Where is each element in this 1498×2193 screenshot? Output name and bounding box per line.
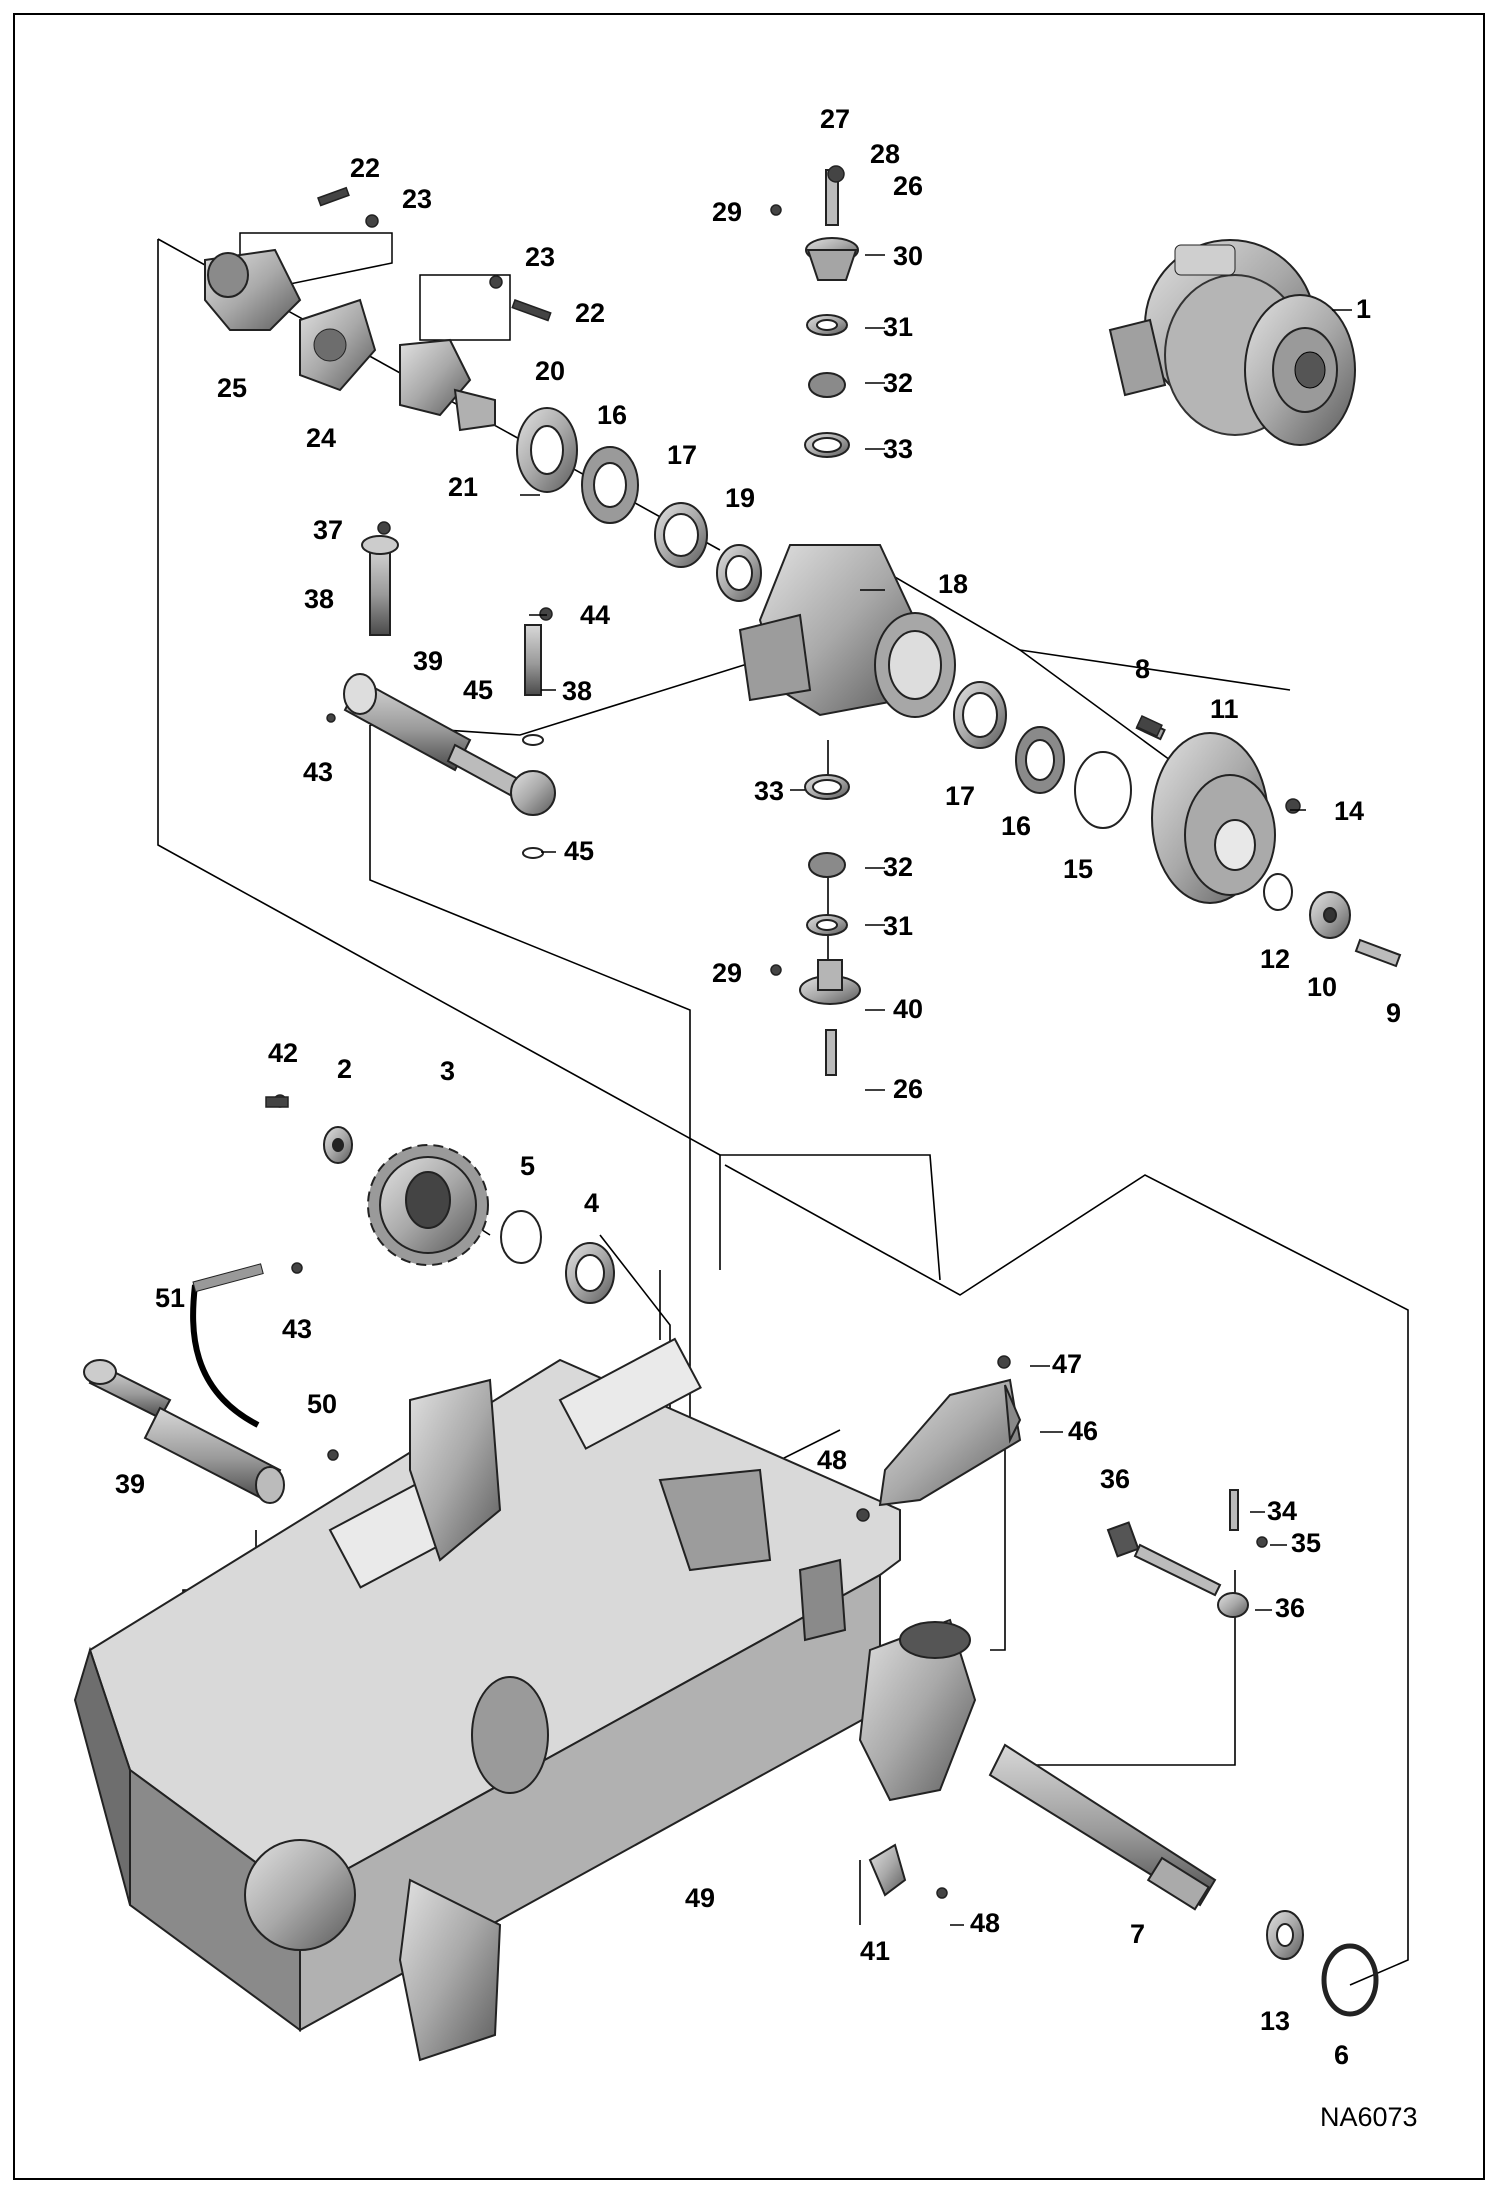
callout-label: 7: [1130, 1919, 1145, 1949]
lower-cylinder-and-hose: [83, 1263, 285, 1504]
callout-label: 22: [350, 153, 380, 183]
callout-label: 50: [307, 1389, 337, 1419]
axle-shaft-group: [988, 1743, 1379, 2017]
callout-label: 10: [1307, 972, 1337, 1002]
callout-label: 6: [1334, 2040, 1349, 2070]
king-pin-caps: [799, 169, 861, 1076]
callout-label: 32: [883, 368, 913, 398]
callout-label: 31: [883, 911, 913, 941]
callout-label: 1: [1356, 294, 1371, 324]
callout-label: 48: [817, 1445, 847, 1475]
callout-label: 4: [584, 1188, 599, 1218]
callout-label: 51: [155, 1283, 185, 1313]
callout-label: 2: [337, 1054, 352, 1084]
callout-label: 28: [870, 139, 900, 169]
callout-label: 11: [1210, 694, 1239, 724]
callout-label: 34: [1267, 1496, 1297, 1526]
callout-label: 44: [580, 600, 610, 630]
upper-steering-cylinder: [343, 535, 556, 859]
callout-label: 23: [525, 242, 555, 272]
u-joint-group: [204, 248, 496, 432]
callout-label: 22: [575, 298, 605, 328]
callout-label: 15: [1063, 854, 1093, 884]
callout-label: 24: [306, 423, 336, 453]
callout-label: 43: [282, 1314, 312, 1344]
callout-label: 5: [520, 1151, 535, 1181]
callout-label: 35: [1291, 1528, 1321, 1558]
right-hub-group: [953, 681, 1402, 968]
callout-label: 36: [1275, 1593, 1305, 1623]
callout-label: 17: [945, 781, 975, 811]
callout-label: 26: [893, 1074, 923, 1104]
callout-label: 33: [754, 776, 784, 806]
callout-label: 45: [463, 675, 493, 705]
callout-label: 8: [1135, 654, 1150, 684]
callout-label: 46: [1068, 1416, 1098, 1446]
small-hardware: [265, 165, 1301, 1899]
callout-label: 41: [860, 1936, 890, 1966]
callout-label: 33: [883, 434, 913, 464]
callout-label: 13: [1260, 2006, 1290, 2036]
callout-label: 36: [1100, 1464, 1130, 1494]
callout-label: 30: [893, 241, 923, 271]
callout-label: 48: [970, 1908, 1000, 1938]
callout-label: 32: [883, 852, 913, 882]
axle-hub-assembly: [1108, 239, 1356, 446]
callout-label: 19: [725, 483, 755, 513]
callout-label: 40: [893, 994, 923, 1024]
vertical-bearing-stack: [804, 314, 850, 936]
callout-label: 12: [1260, 944, 1290, 974]
callout-label: 26: [893, 171, 923, 201]
callout-label: 9: [1386, 998, 1401, 1028]
callout-label: 17: [667, 440, 697, 470]
callout-label: 18: [938, 569, 968, 599]
callout-label: 29: [712, 197, 742, 227]
callout-label: 29: [712, 958, 742, 988]
callout-label: 21: [448, 472, 478, 502]
drawing-border: [13, 13, 1485, 2180]
sprocket-group: [323, 1126, 615, 1304]
callout-label: 14: [1334, 796, 1364, 826]
callout-label: 42: [268, 1038, 298, 1068]
upper-bearing-stack: [516, 407, 762, 602]
callout-label: 23: [402, 184, 432, 214]
callout-label: 49: [685, 1883, 715, 1913]
callout-ticks: [520, 254, 1352, 1926]
callout-labels: 1 2 3 4 5 6 7 8 9 10 11 12 13 14 15 16 1…: [115, 104, 1418, 2132]
callout-label: 45: [564, 836, 594, 866]
brackets-and-sensor: [868, 1378, 1249, 1897]
callout-label: 16: [597, 400, 627, 430]
drawing-id: NA6073: [1320, 2102, 1418, 2132]
callout-label: 20: [535, 356, 565, 386]
callout-label: 37: [313, 515, 343, 545]
callout-label: 43: [303, 757, 333, 787]
axle-housing: [738, 544, 956, 718]
callout-label: 38: [562, 676, 592, 706]
callout-label: 39: [413, 646, 443, 676]
callout-label: 39: [115, 1469, 145, 1499]
callout-label: 25: [217, 373, 247, 403]
callout-label: 47: [1052, 1349, 1082, 1379]
callout-label: 3: [440, 1056, 455, 1086]
callout-label: 27: [820, 104, 850, 134]
callout-label: 16: [1001, 811, 1031, 841]
callout-label: 31: [883, 312, 913, 342]
callout-label: 38: [304, 584, 334, 614]
chassis-frame: [73, 1337, 977, 2062]
